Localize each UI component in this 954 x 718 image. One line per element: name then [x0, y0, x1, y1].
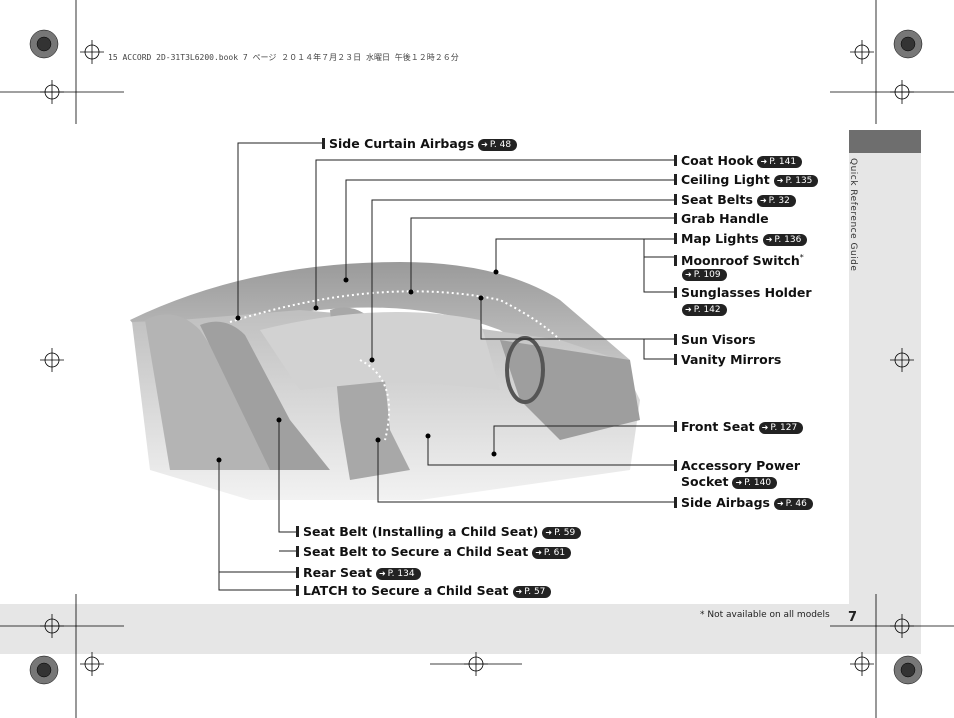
- arrow-ref-icon: ➜: [776, 499, 784, 508]
- arrow-ref-icon: ➜: [515, 587, 523, 596]
- page-number: 7: [848, 610, 858, 625]
- label-moonroof-switch: Moonroof Switch*: [674, 250, 804, 268]
- page-ref[interactable]: ➜P. 48: [478, 139, 518, 151]
- label-moonroof-switch-ref: ➜P. 109: [678, 266, 727, 281]
- label-sun-visors: Sun Visors: [674, 332, 756, 347]
- label-rear-seat: Rear Seat➜P. 134: [296, 565, 421, 580]
- arrow-ref-icon: ➜: [685, 270, 692, 279]
- label-seat-belt-secure: Seat Belt to Secure a Child Seat➜P. 61: [296, 544, 572, 559]
- arrow-ref-icon: ➜: [535, 548, 542, 557]
- label-ceiling-light: Ceiling Light➜P. 135: [674, 172, 819, 187]
- page-ref[interactable]: ➜P. 109: [682, 269, 727, 281]
- print-header: 15 ACCORD 2D-31T3L6200.book 7 ページ ２０１４年７…: [108, 53, 459, 62]
- side-tab-label: Quick Reference Guide: [848, 158, 858, 272]
- label-accessory-power-socket-line2: Socket➜P. 140: [681, 474, 778, 489]
- label-coat-hook: Coat Hook➜P. 141: [674, 153, 803, 168]
- page-ref[interactable]: ➜P. 61: [532, 547, 572, 559]
- label-sunglasses-holder: Sunglasses Holder: [674, 285, 812, 300]
- label-front-seat: Front Seat➜P. 127: [674, 419, 804, 434]
- label-sunglasses-holder-ref: ➜P. 142: [678, 301, 727, 316]
- page-ref[interactable]: ➜P. 141: [757, 156, 803, 168]
- footnote: * Not available on all models: [700, 610, 830, 620]
- arrow-ref-icon: ➜: [685, 305, 692, 314]
- label-seat-belts: Seat Belts➜P. 32: [674, 192, 796, 207]
- arrow-ref-icon: ➜: [481, 140, 488, 149]
- page-ref[interactable]: ➜P. 32: [756, 195, 796, 207]
- arrow-ref-icon: ➜: [760, 157, 768, 166]
- label-side-curtain-airbags: Side Curtain Airbags➜P. 48: [322, 136, 518, 151]
- section-tab: [849, 130, 921, 153]
- arrow-ref-icon: ➜: [545, 528, 553, 537]
- page-ref[interactable]: ➜P. 46: [773, 498, 813, 510]
- page-ref[interactable]: ➜P. 140: [732, 477, 778, 489]
- label-vanity-mirrors: Vanity Mirrors: [674, 352, 781, 367]
- arrow-ref-icon: ➜: [735, 478, 743, 487]
- label-side-airbags: Side Airbags➜P. 46: [674, 495, 813, 510]
- page-ref[interactable]: ➜P. 57: [512, 586, 552, 598]
- page-ref[interactable]: ➜P. 59: [542, 527, 582, 539]
- label-seat-belt-child: Seat Belt (Installing a Child Seat)➜P. 5…: [296, 524, 582, 539]
- label-map-lights: Map Lights➜P. 136: [674, 231, 808, 246]
- page-ref[interactable]: ➜P. 127: [758, 422, 804, 434]
- arrow-ref-icon: ➜: [759, 196, 767, 205]
- page-ref[interactable]: ➜P. 134: [375, 568, 421, 580]
- label-accessory-power-socket: Accessory Power: [674, 458, 800, 473]
- page-ref[interactable]: ➜P. 136: [762, 234, 808, 246]
- page-ref[interactable]: ➜P. 135: [773, 175, 819, 187]
- label-latch: LATCH to Secure a Child Seat➜P. 57: [296, 583, 552, 598]
- arrow-ref-icon: ➜: [765, 235, 773, 244]
- arrow-ref-icon: ➜: [761, 423, 769, 432]
- side-strip: [849, 153, 921, 653]
- label-grab-handle: Grab Handle: [674, 211, 769, 226]
- arrow-ref-icon: ➜: [776, 176, 784, 185]
- page-ref[interactable]: ➜P. 142: [682, 304, 727, 316]
- bottom-bar: [0, 604, 921, 654]
- arrow-ref-icon: ➜: [378, 569, 386, 578]
